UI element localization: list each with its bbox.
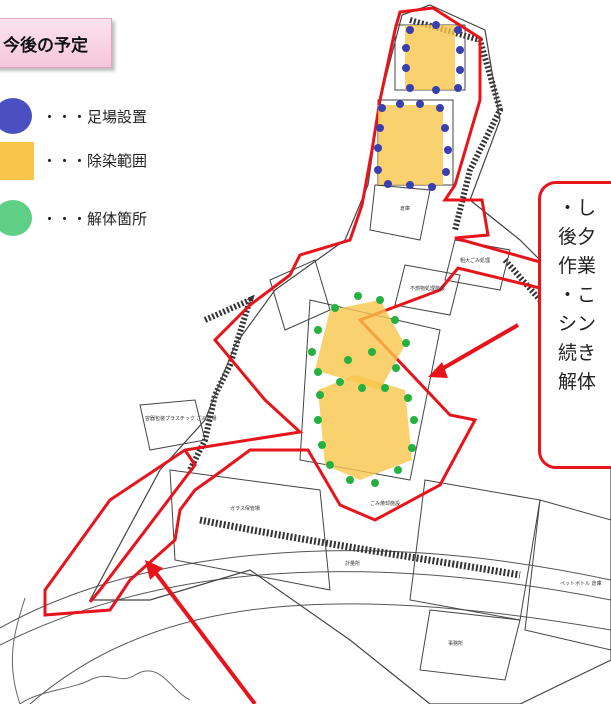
legend-scaffold: ・・・足場設置 <box>0 96 147 136</box>
callout-line: 後夕 <box>558 226 597 248</box>
bottom-arrow <box>145 560 257 704</box>
road-curve <box>0 550 611 629</box>
map-label-weigh: 計量所 <box>345 560 360 567</box>
work-boundary-inner <box>88 449 197 603</box>
legend-demolition: ・・・解体箇所 <box>0 198 147 238</box>
decontamination-legend-icon <box>0 142 34 180</box>
callout-arrow <box>428 323 519 378</box>
map-label-bulky: 粗大ごみ処理 <box>460 257 490 264</box>
legend-decontamination: ・・・除染範囲 <box>0 140 147 180</box>
legend-label: ・・・除染範囲 <box>42 151 148 170</box>
shoreline-left <box>11 597 26 704</box>
callout-line: 解体 <box>558 371 597 393</box>
map-label-plastic: 容器包装プラスチック ごみ置場 <box>145 415 217 422</box>
title-box: 今後の予定 <box>0 18 112 68</box>
scaffold-legend-icon <box>0 98 32 134</box>
legend-label: ・・・足場設置 <box>42 107 148 126</box>
map-label-nonburnable: 不燃物処理施設 <box>410 285 445 292</box>
callout-line: ・し <box>558 197 597 219</box>
callout-line: ・こ <box>558 284 597 306</box>
callout-line: 作業 <box>558 255 597 277</box>
callout-line: 続き <box>558 342 597 364</box>
map-label-warehouse: 倉庫 <box>400 205 410 212</box>
demolition-markers <box>308 292 418 487</box>
callout-line: シン <box>558 313 597 335</box>
map-label-office: 事務所 <box>448 640 463 647</box>
retaining-wall-left <box>187 294 255 472</box>
demolition-legend-icon <box>0 200 32 236</box>
site-outline <box>88 4 611 704</box>
work-boundary <box>43 6 551 617</box>
road-curve-2 <box>0 571 611 646</box>
shoreline <box>19 670 191 704</box>
legend-label: ・・・解体箇所 <box>42 209 148 228</box>
decontamination-areas <box>315 25 455 480</box>
map-label-incinerator: ごみ焼却施設 <box>370 500 400 507</box>
map-label-glass: ガラス保管場 <box>230 505 260 512</box>
retaining-wall-south <box>199 516 521 579</box>
page-title: 今後の予定 <box>3 35 88 56</box>
road-curve-3 <box>29 603 611 704</box>
scaffold-markers <box>374 21 464 191</box>
map-label-pet: ペットボトル 倉庫 <box>560 580 602 587</box>
callout-box: ・し 後夕 作業 ・こ シン 続き 解体 <box>538 181 611 469</box>
